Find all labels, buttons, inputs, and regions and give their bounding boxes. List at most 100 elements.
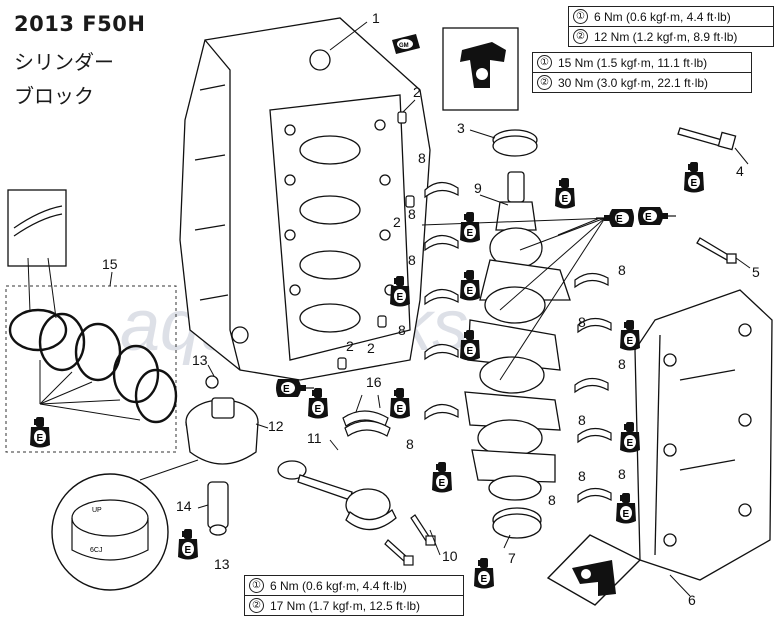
svg-text:E: E	[439, 478, 446, 489]
crankcase-bolts	[677, 127, 737, 264]
cylinder-block	[179, 17, 431, 381]
callout-part-5: 5	[752, 264, 760, 280]
svg-text:E: E	[481, 574, 488, 585]
callout-part-9: 9	[474, 180, 482, 196]
torque-table-bottom: ① 6 Nm (0.6 kgf·m, 4.4 ft·lb) ② 17 Nm (1…	[244, 575, 464, 616]
torque-value: 17 Nm (1.7 kgf·m, 12.5 ft·lb)	[270, 598, 421, 613]
svg-text:E: E	[467, 346, 474, 357]
lube-badge: E	[684, 162, 704, 193]
torque-row: ② 30 Nm (3.0 kgf·m, 22.1 ft·lb)	[533, 72, 751, 92]
lube-badge: E	[30, 417, 50, 448]
callout-part-16: 16	[366, 374, 382, 390]
callout-part-2: 2	[393, 214, 401, 230]
torque-index: ①	[537, 55, 552, 70]
model-title: 2013 F50H	[14, 12, 146, 36]
svg-text:E: E	[467, 228, 474, 239]
torque-row: ① 15 Nm (1.5 kgf·m, 11.1 ft·lb)	[533, 53, 751, 72]
torque-table-top-b: ① 15 Nm (1.5 kgf·m, 11.1 ft·lb) ② 30 Nm …	[532, 52, 752, 93]
rod-bolts	[384, 514, 436, 566]
callout-part-8: 8	[398, 322, 406, 338]
svg-text:E: E	[467, 286, 474, 297]
dowel-pins	[337, 111, 415, 370]
oil-seal	[492, 129, 538, 157]
lube-badge: E	[555, 178, 575, 209]
torque-index: ②	[537, 75, 552, 90]
torque-table-top-a: ① 6 Nm (0.6 kgf·m, 4.4 ft·lb) ② 12 Nm (1…	[568, 6, 774, 47]
svg-text:E: E	[185, 545, 192, 556]
callout-part-1: 1	[372, 10, 380, 26]
callout-part-8: 8	[548, 492, 556, 508]
callout-part-2: 2	[413, 84, 421, 100]
svg-text:E: E	[283, 384, 290, 395]
lube-badge: E	[390, 388, 410, 419]
svg-text:E: E	[616, 214, 623, 225]
svg-text:E: E	[627, 438, 634, 449]
lube-badge: E	[620, 320, 640, 351]
lube-badge: E	[616, 493, 636, 524]
piston-detail-inset: UP 6CJ	[51, 473, 169, 591]
lube-badge	[637, 206, 677, 226]
crankshaft	[464, 171, 571, 501]
torque-index: ②	[249, 598, 264, 613]
lube-badge	[595, 208, 635, 228]
piston-up-mark: UP	[92, 507, 102, 514]
callout-part-8: 8	[618, 466, 626, 482]
callout-part-8: 8	[408, 252, 416, 268]
svg-text:E: E	[691, 178, 698, 189]
callout-part-4: 4	[736, 163, 744, 179]
lube-badge: E	[308, 388, 328, 419]
thrust-bearings	[342, 410, 391, 437]
lower-seal-detail-inset	[546, 534, 642, 606]
callout-part-8: 8	[618, 262, 626, 278]
callout-part-11: 11	[307, 430, 322, 446]
callout-part-12: 12	[268, 418, 284, 434]
callout-part-8: 8	[578, 412, 586, 428]
piston-pin	[207, 481, 229, 536]
lube-badges: E E E E E E E E E E E E E E E	[30, 162, 704, 589]
lube-badge: E	[460, 270, 480, 301]
crankcase	[634, 289, 773, 581]
main-bearings	[424, 181, 612, 504]
callout-part-2: 2	[367, 340, 375, 356]
svg-text:E: E	[562, 194, 569, 205]
lube-badge: E	[390, 276, 410, 307]
torque-index: ②	[573, 29, 588, 44]
piston-ring-set	[5, 189, 178, 453]
torque-value: 30 Nm (3.0 kgf·m, 22.1 ft·lb)	[558, 75, 709, 90]
svg-text:E: E	[397, 292, 404, 303]
callout-part-15: 15	[102, 256, 118, 272]
svg-text:E: E	[37, 433, 44, 444]
svg-text:E: E	[627, 336, 634, 347]
torque-value: 15 Nm (1.5 kgf·m, 11.1 ft·lb)	[558, 55, 708, 70]
callout-part-3: 3	[457, 120, 465, 136]
lube-badge: E	[460, 330, 480, 361]
callout-part-13: 13	[214, 556, 230, 572]
seal-detail-inset	[442, 27, 519, 111]
svg-text:E: E	[645, 212, 652, 223]
torque-row: ② 17 Nm (1.7 kgf·m, 12.5 ft·lb)	[245, 595, 463, 615]
callout-part-6: 6	[688, 592, 696, 608]
callout-part-8: 8	[578, 314, 586, 330]
callout-part-7: 7	[508, 550, 516, 566]
torque-index: ①	[249, 578, 264, 593]
leader-lines	[27, 21, 751, 597]
torque-row: ② 12 Nm (1.2 kgf·m, 8.9 ft·lb)	[569, 26, 773, 46]
torque-row: ① 6 Nm (0.6 kgf·m, 4.4 ft·lb)	[569, 7, 773, 26]
lube-badge: E	[474, 558, 494, 589]
torque-value: 6 Nm (0.6 kgf·m, 4.4 ft·lb)	[594, 9, 731, 24]
lube-badge: E	[620, 422, 640, 453]
connecting-rod	[277, 460, 397, 531]
lube-badge: E	[178, 529, 198, 560]
callout-part-2: 2	[346, 338, 354, 354]
callout-part-8: 8	[578, 468, 586, 484]
svg-text:E: E	[315, 404, 322, 415]
piston	[185, 375, 259, 465]
part-name-line2: ブロック	[14, 84, 94, 108]
torque-row: ① 6 Nm (0.6 kgf·m, 4.4 ft·lb)	[245, 576, 463, 595]
torque-value: 12 Nm (1.2 kgf·m, 8.9 ft·lb)	[594, 29, 738, 44]
lube-badge	[275, 378, 315, 398]
callout-part-8: 8	[418, 150, 426, 166]
lube-badges-horizontal: E E E	[275, 206, 677, 398]
